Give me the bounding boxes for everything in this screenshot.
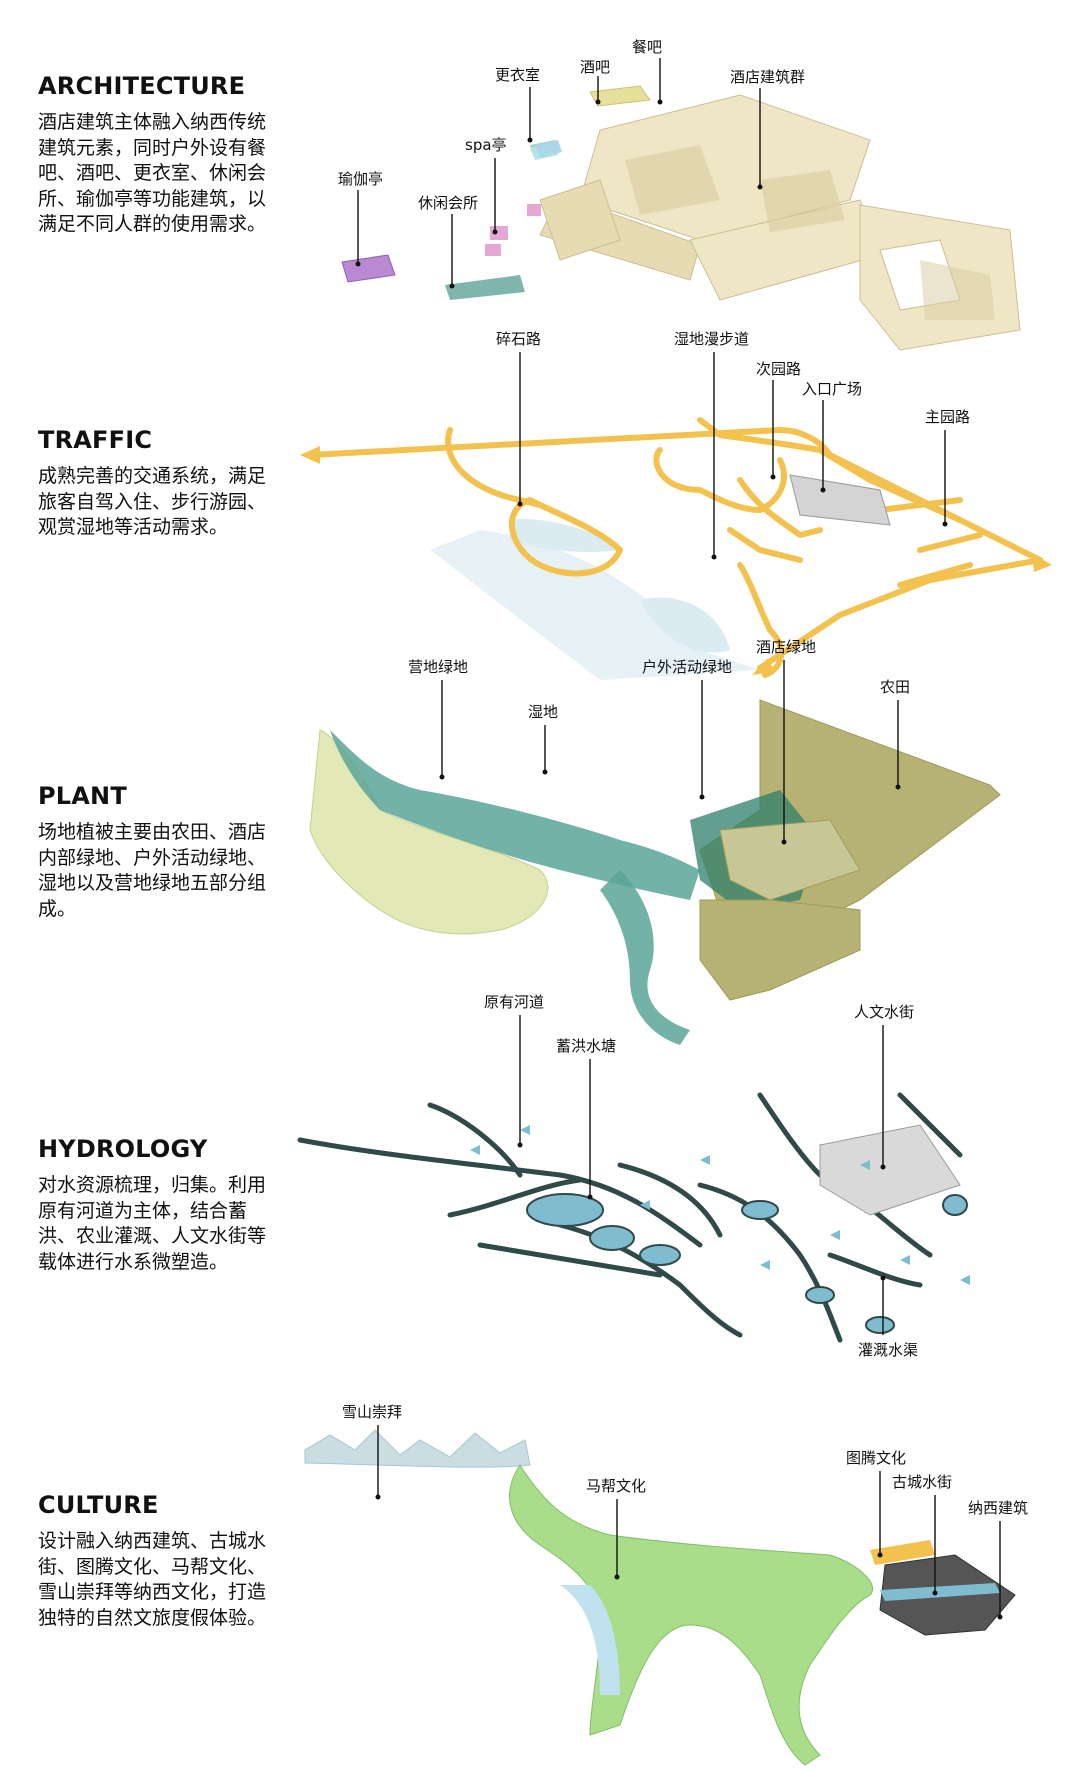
label-old-town-water-street: 古城水街 — [892, 1473, 952, 1491]
label-bar: 酒吧 — [580, 58, 610, 76]
label-snack-bar: 餐吧 — [632, 38, 662, 56]
label-farmland: 农田 — [880, 678, 910, 696]
pond-3 — [639, 1244, 681, 1266]
farmland-south — [699, 899, 861, 1001]
section-desc-plant: 场地植被主要由农田、酒店内部绿地、户外活动绿地、湿地以及营地绿地五部分组成。 — [38, 821, 267, 920]
wetland-band — [330, 730, 700, 900]
section-title-traffic: TRAFFIC — [38, 426, 153, 454]
label-naxi-architecture: 纳西建筑 — [968, 1499, 1028, 1517]
label-secondary-road: 次园路 — [756, 360, 801, 378]
entrance-plaza — [789, 474, 891, 526]
original-rivers — [297, 1092, 963, 1343]
old-town-water-street — [880, 1583, 1000, 1601]
culture-diagram: 雪山崇拜 马帮文化 图腾文化 古城水街 纳西建筑 — [304, 1403, 1028, 1766]
label-changing-room: 更衣室 — [495, 66, 540, 84]
spa-pavilion-2 — [535, 140, 562, 158]
label-wetland: 湿地 — [528, 703, 558, 721]
wetland-water — [430, 519, 760, 680]
label-flood-pond: 蓄洪水塘 — [556, 1037, 616, 1055]
road-arrow-left — [300, 446, 320, 464]
label-gravel-road: 碎石路 — [496, 330, 541, 348]
road-arrow-right — [1032, 553, 1052, 572]
pink-kiosk-1 — [490, 226, 508, 240]
section-title-plant: PLANT — [38, 782, 127, 810]
wetland-south — [600, 870, 690, 1045]
label-original-river: 原有河道 — [484, 993, 544, 1011]
section-desc-traffic: 成熟完善的交通系统，满足旅客自驾入住、步行游园、观赏湿地等活动需求。 — [38, 465, 267, 538]
totem-culture — [870, 1540, 935, 1565]
pink-kiosk-2 — [485, 244, 501, 256]
flood-ponds — [526, 1193, 968, 1334]
water-street-block — [819, 1124, 961, 1216]
leisure-club — [445, 275, 525, 300]
label-water-street: 人文水街 — [854, 1003, 914, 1021]
snow-mountains — [304, 1429, 531, 1468]
road-arrow-bottom — [752, 658, 775, 675]
panel-architecture: ARCHITECTURE 酒店建筑主体融入纳西传统建筑元素，同时户外设有餐吧、酒… — [0, 0, 1080, 351]
hotel-buildings — [539, 94, 1021, 351]
label-outdoor-green: 户外活动绿地 — [642, 658, 732, 676]
label-camp-green: 营地绿地 — [408, 658, 468, 676]
label-totem-culture: 图腾文化 — [846, 1449, 906, 1467]
bar-building — [589, 85, 651, 107]
label-wetland-walkway: 湿地漫步道 — [674, 330, 749, 348]
section-desc-culture: 设计融入纳西建筑、古城水街、图腾文化、马帮文化、雪山崇拜等纳西文化，打造独特的自… — [38, 1530, 267, 1629]
section-title-architecture: ARCHITECTURE — [38, 72, 246, 100]
culture-water — [560, 1585, 620, 1695]
horse-caravan-green — [509, 1464, 873, 1766]
panel-plant: PLANT 场地植被主要由农田、酒店内部绿地、户外活动绿地、湿地以及营地绿地五部… — [0, 638, 1080, 1055]
pond-2 — [589, 1225, 635, 1251]
label-entrance-plaza: 入口广场 — [802, 380, 862, 398]
section-desc-hydrology: 对水资源梳理，归集。利用原有河道为主体，结合蓄洪、农业灌溉、人文水街等载体进行水… — [38, 1174, 267, 1273]
label-hotel-buildings: 酒店建筑群 — [730, 68, 805, 86]
pond-7 — [942, 1194, 968, 1216]
label-irrigation-canal: 灌溉水渠 — [858, 1341, 918, 1359]
pond-6 — [865, 1316, 895, 1334]
label-main-road: 主园路 — [925, 408, 970, 426]
panel-hydrology: HYDROLOGY 对水资源梳理，归集。利用原有河道为主体，结合蓄洪、农业灌溉、… — [0, 993, 1080, 1405]
label-horse-caravan-culture: 马帮文化 — [586, 1477, 646, 1495]
flow-arrows — [470, 1125, 970, 1285]
hotel-green — [719, 819, 861, 901]
label-yoga-pavilion: 瑜伽亭 — [338, 170, 383, 188]
label-spa-pavilion: spa亭 — [465, 136, 507, 154]
panel-culture: CULTURE 设计融入纳西建筑、古城水街、图腾文化、马帮文化、雪山崇拜等纳西文… — [0, 1403, 1080, 1771]
plant-diagram: 营地绿地 湿地 户外活动绿地 酒店绿地 农田 — [309, 638, 1001, 1045]
architecture-diagram: 更衣室 酒吧 餐吧 酒店建筑群 spa亭 瑜伽亭 休闲会所 — [338, 38, 1021, 351]
label-hotel-green: 酒店绿地 — [756, 638, 816, 656]
yoga-pavilion — [341, 254, 396, 283]
traffic-diagram: 碎石路 湿地漫步道 次园路 入口广场 主园路 — [300, 330, 1052, 680]
label-leisure-club: 休闲会所 — [418, 194, 478, 212]
pond-5 — [805, 1286, 835, 1304]
section-title-culture: CULTURE — [38, 1491, 159, 1519]
pond-4 — [741, 1200, 779, 1220]
pink-kiosk-3 — [527, 204, 541, 216]
section-desc-architecture: 酒店建筑主体融入纳西传统建筑元素，同时户外设有餐吧、酒吧、更衣室、休闲会所、瑜伽… — [38, 111, 267, 235]
pond-1 — [526, 1193, 604, 1227]
hydrology-diagram: 原有河道 蓄洪水塘 人文水街 灌溉水渠 — [297, 993, 970, 1359]
label-snow-mountain-worship: 雪山崇拜 — [342, 1403, 402, 1421]
panel-traffic: TRAFFIC 成熟完善的交通系统，满足旅客自驾入住、步行游园、观赏湿地等活动需… — [0, 330, 1080, 700]
section-title-hydrology: HYDROLOGY — [38, 1135, 208, 1163]
